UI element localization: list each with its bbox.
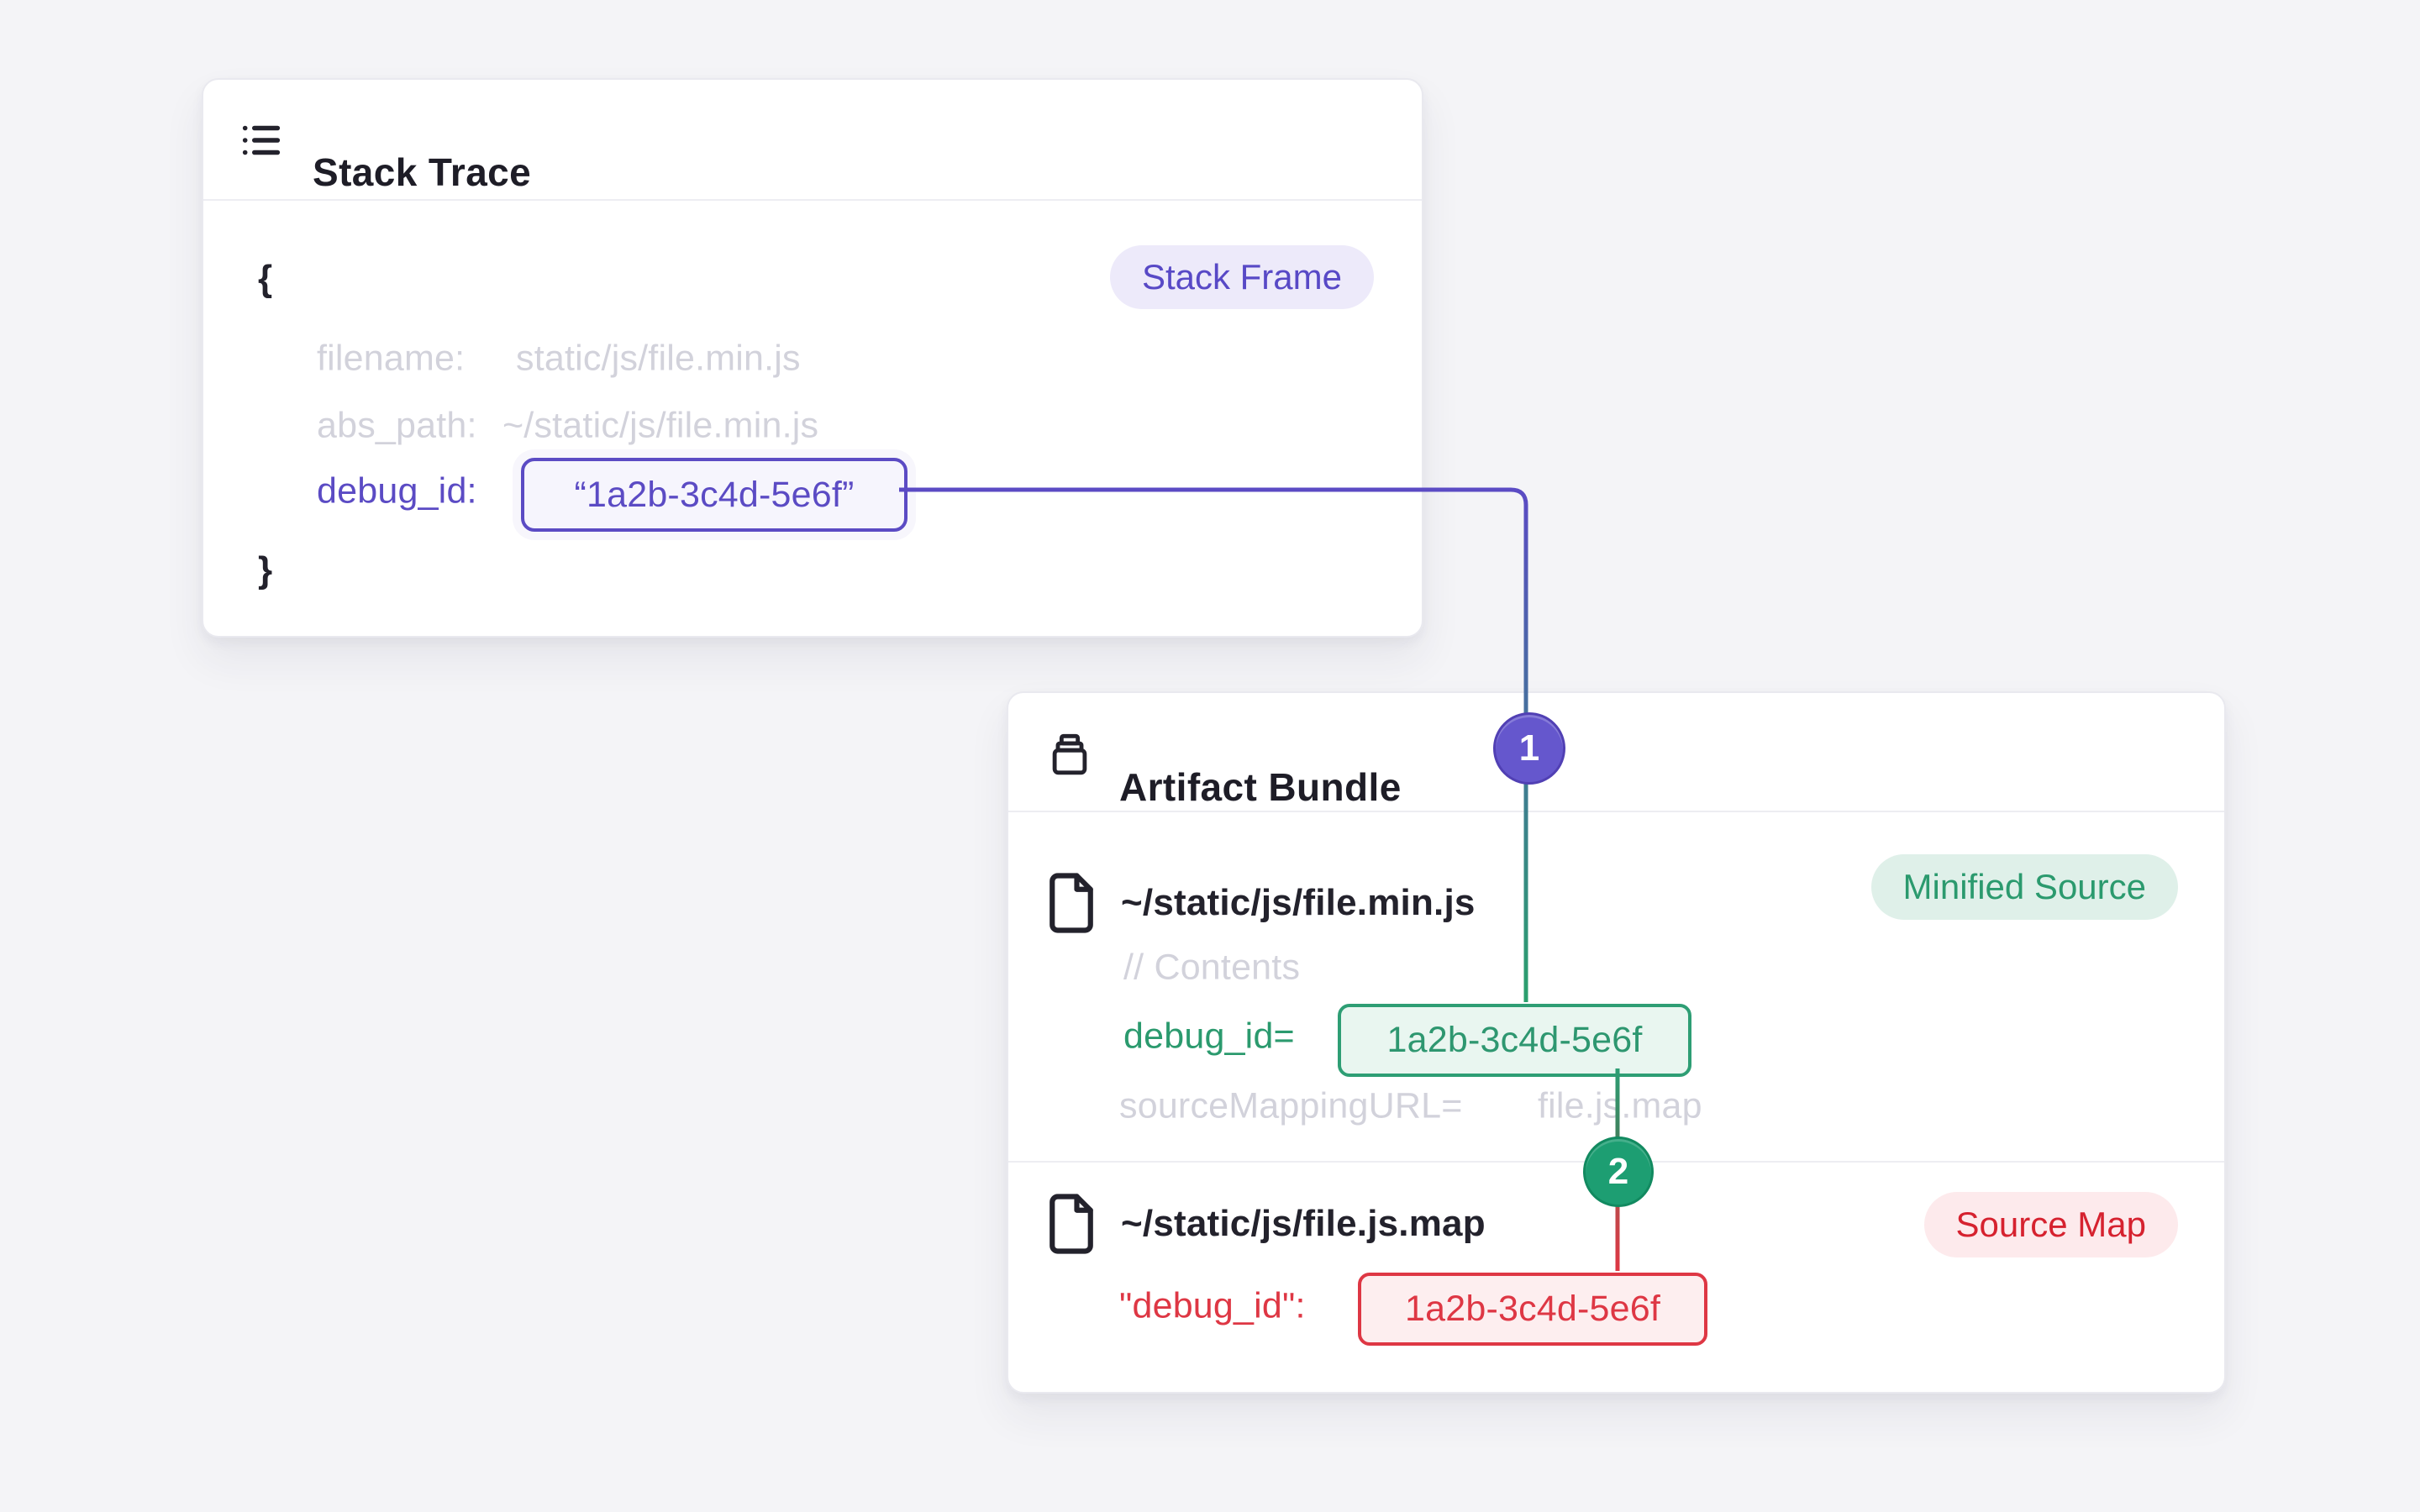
minified-source-badge: Minified Source — [1870, 854, 2178, 920]
step-marker-1: 1 — [1493, 712, 1565, 785]
artifact-bundle-card: Artifact Bundle ~/static/js/file.min.js … — [1007, 691, 2226, 1394]
sourcemap-debug-id-key: "debug_id": — [1119, 1285, 1306, 1326]
header-divider — [203, 199, 1422, 201]
debug-id-chip-minified: 1a2b-3c4d-5e6f — [1338, 1004, 1691, 1077]
minified-filename: ~/static/js/file.min.js — [1121, 882, 1476, 923]
source-mapping-url-value: file.js.map — [1538, 1085, 1702, 1126]
file-icon — [1039, 870, 1104, 936]
filename-key: filename: — [317, 338, 466, 379]
header-divider — [1008, 811, 2224, 812]
debug-id-chip-sourcemap: 1a2b-3c4d-5e6f — [1358, 1273, 1707, 1346]
stack-trace-card: Stack Trace Stack Frame { filename: stat… — [202, 78, 1423, 638]
file-icon — [1039, 1191, 1104, 1257]
abs-path-value: ~/static/js/file.min.js — [502, 405, 819, 446]
bundle-debug-id-key: debug_id= — [1123, 1016, 1295, 1057]
contents-comment: // Contents — [1123, 947, 1301, 988]
debug-id-chip-value: 1a2b-3c4d-5e6f — [1404, 1289, 1661, 1329]
debug-id-chip-value: “1a2b-3c4d-5e6f” — [574, 474, 855, 515]
close-brace: } — [258, 549, 273, 591]
abs-path-key: abs_path: — [317, 405, 477, 446]
source-mapping-url-key: sourceMappingURL= — [1119, 1085, 1463, 1126]
stack-frame-badge: Stack Frame — [1109, 245, 1374, 309]
filename-value: static/js/file.min.js — [516, 338, 801, 379]
bundle-archive-icon — [1045, 731, 1094, 780]
sourcemap-filename: ~/static/js/file.js.map — [1121, 1203, 1486, 1244]
open-brace: { — [258, 258, 273, 299]
list-icon — [237, 116, 286, 165]
stack-trace-title: Stack Trace — [313, 150, 532, 195]
source-map-badge: Source Map — [1923, 1192, 2178, 1257]
artifact-bundle-title: Artifact Bundle — [1119, 765, 1402, 810]
debug-id-chip-stack-trace: “1a2b-3c4d-5e6f” — [521, 458, 908, 532]
step-marker-2: 2 — [1583, 1137, 1654, 1207]
debug-id-chip-value: 1a2b-3c4d-5e6f — [1386, 1020, 1643, 1060]
debug-id-key: debug_id: — [317, 470, 477, 512]
